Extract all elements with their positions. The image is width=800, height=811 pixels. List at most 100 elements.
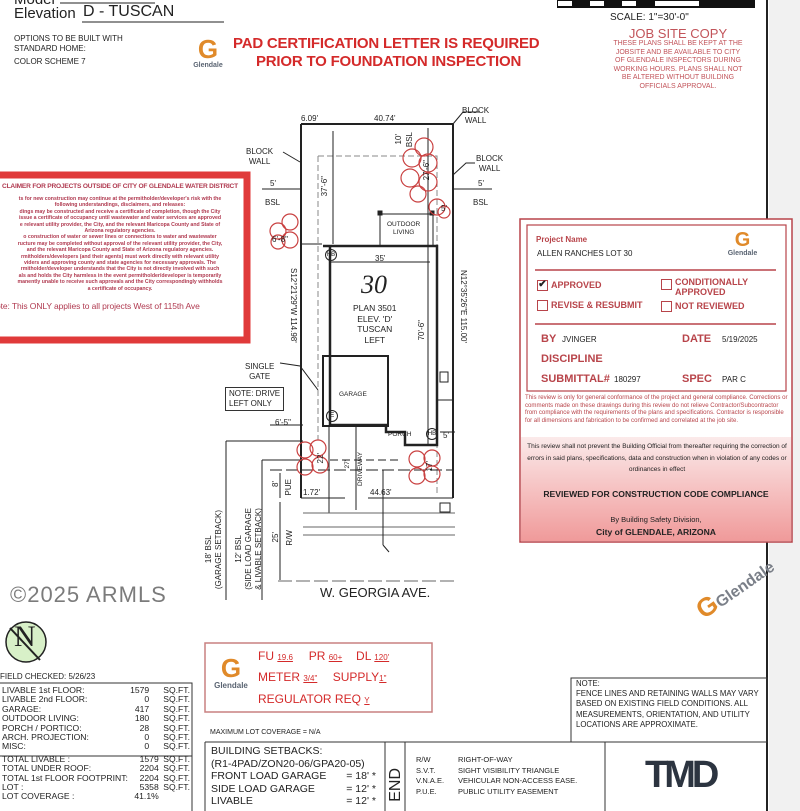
dim-6-8: 6'-8"	[272, 235, 288, 244]
area-label: PORCH / PORTICO:	[2, 722, 82, 733]
dim-5-left: 5'	[270, 179, 276, 188]
legend-abbr: S.V.T.	[416, 765, 436, 775]
approval-stamp-frame	[519, 218, 793, 543]
max-lot-coverage: MAXIMUM LOT COVERAGE = N/A	[210, 729, 321, 736]
disclaimer-title: CLAIMER FOR PROJECTS OUTSIDE OF CITY OF …	[2, 183, 238, 190]
bearing-right: N12°35'26"E 115.00'	[459, 270, 468, 343]
color-scheme: COLOR SCHEME 7	[14, 57, 86, 66]
city-name: City of GLENDALE, ARIZONA	[596, 527, 716, 537]
by-value: JVINGER	[562, 335, 597, 344]
disclaimer-line: a certificate of occupancy.	[87, 285, 153, 292]
area-unit: SQ.FT.	[163, 722, 190, 733]
meter-value: 3/4"	[303, 674, 318, 683]
job-site-title: JOB SITE COPY	[628, 26, 728, 41]
dim-22: 22'	[316, 453, 325, 464]
review-note: This review is only for general conforma…	[525, 394, 788, 425]
setback-row: SIDE LOAD GARAGE = 12' *	[211, 783, 376, 796]
area-label: MISC:	[2, 741, 26, 752]
dim-5-right: 5'	[478, 179, 484, 188]
legend-text: VEHICULAR NON-ACCESS EASE.	[458, 776, 578, 785]
checkbox-empty-icon	[661, 279, 672, 290]
dim-6-5: 6'-5"	[275, 418, 291, 427]
rw-label: R/W	[285, 530, 294, 546]
lot-number: 30	[361, 270, 387, 299]
area-unit: SQ.FT.	[163, 703, 190, 714]
water-row-2: METER 3/4" SUPPLY1"	[258, 670, 413, 684]
outdoor-living-label: OUTDOOR LIVING	[387, 221, 421, 236]
block-wall-label-top: BLOCK WALL	[462, 106, 490, 125]
disclaimer-border	[0, 171, 251, 344]
area-label: LIVABLE 1st FLOOR:	[2, 685, 85, 695]
area-value: 0	[144, 694, 150, 705]
setbacks-title: BUILDING SETBACKS:	[211, 745, 323, 757]
area-unit: SQ.FT.	[163, 772, 190, 783]
water-row-1: FU 19.6 PR 60+ DL 120'	[258, 649, 402, 663]
checkmark-icon: ✔	[537, 279, 548, 292]
legend-text: PUBLIC UTILITY EASEMENT	[458, 786, 559, 796]
not-reviewed-checkbox[interactable]: NOT REVIEWED	[661, 301, 745, 313]
area-row: LIVABLE 2nd FLOOR: 0 SQ.FT.	[0, 694, 192, 705]
pr-value: 60+	[328, 653, 343, 662]
armls-watermark: ©2025 ARMLS	[10, 582, 167, 607]
approved-checkbox[interactable]: ✔APPROVED	[537, 279, 602, 292]
job-site-line: THESE PLANS SHALL BE KEPT AT THE	[613, 40, 743, 47]
setback-label: SIDE LOAD GARAGE	[211, 782, 315, 795]
options-line2: STANDARD HOME:	[14, 44, 86, 53]
driveway-label: DRIVEWAY	[357, 452, 364, 486]
field-checked: FIELD CHECKED: 5/26/23	[0, 672, 96, 681]
disclaimer-line: rmitholders/developers (and their agents…	[20, 253, 220, 260]
conditionally-approved-checkbox[interactable]: CONDITIONALLY APPROVED	[661, 277, 748, 297]
plan-elevation-text: PLAN 3501 ELEV. 'D' TUSCAN LEFT	[353, 303, 397, 345]
disclaimer-line: following understandings, disclaimers, a…	[54, 202, 186, 209]
setback-value: = 12' *	[346, 782, 376, 795]
spec-value: PAR C	[722, 375, 746, 384]
area-unit: SQ.FT.	[163, 763, 190, 774]
area-unit: SQ.FT.	[163, 732, 190, 743]
by-division: By Building Safety Division,	[610, 515, 702, 524]
setback-row: LIVABLE = 12' *	[211, 795, 376, 808]
submittal-value: 180297	[614, 375, 641, 384]
dim-37-6: 37'-6"	[320, 176, 329, 197]
setback-row: FRONT LOAD GARAGE= 18' *	[211, 770, 376, 783]
area-unit: SQ.FT.	[163, 694, 190, 705]
revise-resubmit-checkbox[interactable]: REVISE & RESUBMIT	[537, 300, 643, 312]
area-value: 0	[144, 741, 150, 752]
disclaimer-line: dings may be constructed and receive a c…	[19, 208, 221, 215]
dim-25: 25'	[271, 532, 280, 543]
electric-icon: E	[326, 410, 338, 422]
street-name: W. GEORGIA AVE.	[320, 585, 431, 600]
disclaimer-line: manently unable to receive such approval…	[17, 279, 223, 286]
note-text: FENCE LINES AND RETAINING WALLS MAY VARY…	[576, 689, 759, 729]
area-unit: SQ.FT.	[163, 713, 190, 724]
dim-27-6: 27'-6"	[422, 160, 431, 181]
dim-top-left: 6.09'	[301, 114, 319, 123]
area-label: LOT COVERAGE :	[2, 791, 75, 802]
area-label: LIVABLE 2nd FLOOR:	[2, 694, 88, 705]
tree-symbols	[269, 137, 451, 485]
tmd-logo: TMD	[645, 754, 719, 796]
dim-1-72: 1.72'	[303, 488, 321, 497]
disclaimer-line: e relevant utility provider, the City, a…	[19, 221, 221, 228]
area-unit: SQ.FT.	[163, 685, 190, 695]
lot-boundary	[225, 111, 492, 600]
area-label: ARCH. PROJECTION:	[2, 732, 89, 743]
area-unit: SQ.FT.	[163, 782, 190, 793]
garage-label: GARAGE	[339, 391, 367, 398]
job-site-line: OFFICIALS APPROVAL.	[639, 82, 717, 90]
legend-text: RIGHT-OF-WAY	[458, 755, 513, 764]
pue-label: PUE	[284, 479, 293, 496]
setback-value: = 12' *	[346, 795, 376, 807]
dim-35: 35'	[375, 254, 386, 263]
setback-label: LIVABLE	[211, 795, 253, 807]
table-lines	[0, 642, 768, 811]
note-drive-left: NOTE: DRIVE LEFT ONLY	[225, 387, 285, 411]
dl-value: 120'	[374, 653, 390, 662]
dim-17: 17'	[425, 461, 434, 472]
